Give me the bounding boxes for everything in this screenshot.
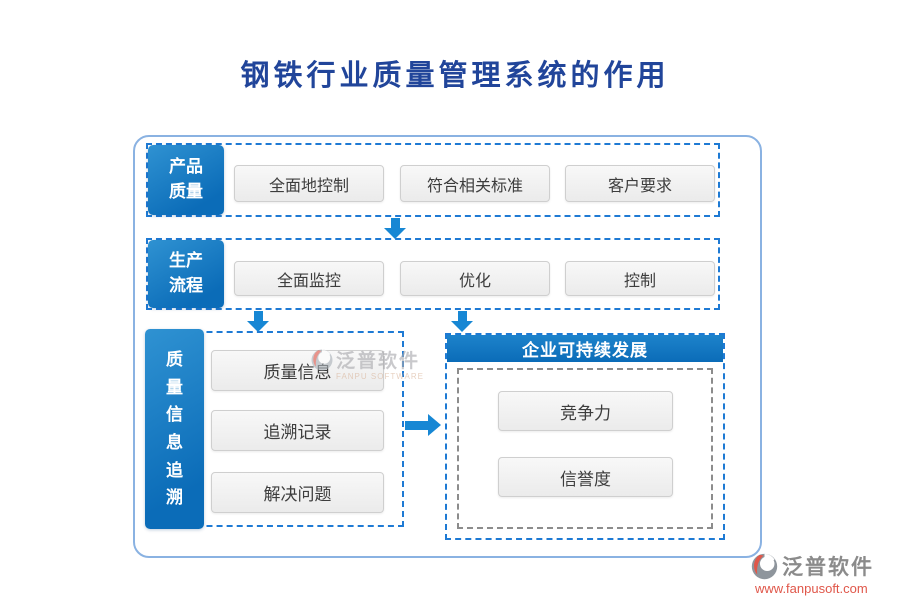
node-full-monitoring: 全面监控: [234, 261, 384, 296]
arrow-down-icon: [384, 218, 406, 239]
row-product-quality: [146, 143, 720, 217]
outcome-box: [445, 333, 725, 540]
row-label-quality-info-tracing: 质量信息追溯: [145, 329, 204, 529]
node-control: 控制: [565, 261, 715, 296]
node-problem-solving: 解决问题: [211, 472, 384, 513]
node-trace-records: 追溯记录: [211, 410, 384, 451]
page-title: 钢铁行业质量管理系统的作用: [240, 60, 670, 92]
node-quality-info: 质量信息: [211, 350, 384, 391]
node-customer-requirements: 客户要求: [565, 165, 715, 202]
node-reputation: 信誉度: [498, 457, 673, 497]
row-label-text: 产品质量: [169, 157, 203, 201]
brand-footer: 泛普软件 www.fanpusoft.com: [750, 551, 874, 596]
fanpu-logo-icon: [751, 553, 778, 579]
row-production-process: [146, 238, 720, 310]
brand-name-text: 泛普软件: [782, 556, 874, 579]
row-label-text: 生产流程: [169, 251, 203, 295]
arrow-right-icon: [405, 414, 441, 436]
outcome-inner-box: [457, 368, 713, 529]
brand-url-text: www.fanpusoft.com: [755, 581, 868, 596]
node-optimization: 优化: [400, 261, 550, 296]
row-label-product-quality: 产品质量: [148, 145, 224, 215]
arrow-down-icon: [451, 311, 473, 332]
node-competitiveness: 竞争力: [498, 391, 673, 431]
node-meet-standards: 符合相关标准: [400, 165, 550, 202]
outcome-header: 企业可持续发展: [447, 335, 723, 362]
arrow-down-icon: [247, 311, 269, 332]
row-label-text: 质量信息追溯: [166, 350, 183, 508]
node-full-control: 全面地控制: [234, 165, 384, 202]
row-label-production-process: 生产流程: [148, 240, 224, 308]
